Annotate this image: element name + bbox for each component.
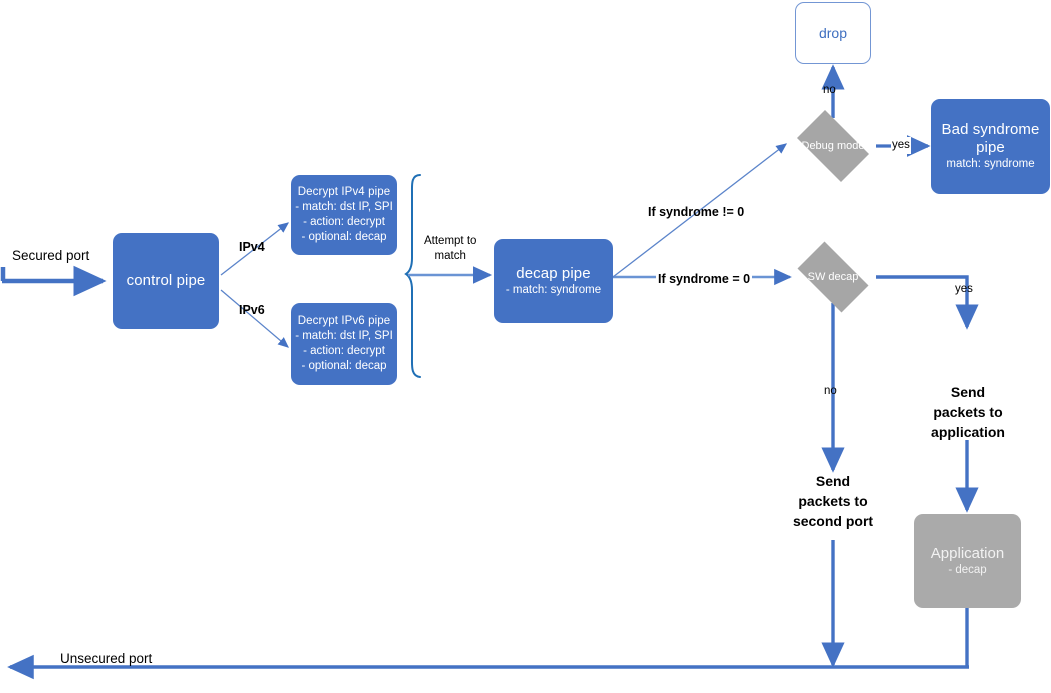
node-decrypt-ipv6-pipe[interactable]: Decrypt IPv6 pipe - match: dst IP, SPI -… xyxy=(291,303,397,385)
application-title: Application xyxy=(930,545,1005,562)
control-pipe-title: control pipe xyxy=(126,272,206,289)
node-decrypt-ipv4-pipe[interactable]: Decrypt IPv4 pipe - match: dst IP, SPI -… xyxy=(291,175,397,255)
label-edge-ipv4: IPv4 xyxy=(239,240,265,254)
label-swdecap-no: no xyxy=(824,385,837,397)
node-bad-syndrome-pipe[interactable]: Bad syndrome pipe match: syndrome xyxy=(931,99,1050,194)
bad-syndrome-title-1: Bad syndrome xyxy=(941,121,1040,138)
label-send-packets-second-port: Send packets to second port xyxy=(792,473,874,529)
label-unsecured-port: Unsecured port xyxy=(60,651,153,666)
decrypt-ipv6-action: - action: decrypt xyxy=(303,345,385,357)
decrypt-ipv4-action: - action: decrypt xyxy=(303,216,385,228)
node-application[interactable]: Application - decap xyxy=(914,514,1021,608)
label-syndrome-not-zero: If syndrome != 0 xyxy=(648,205,745,219)
application-decap: - decap xyxy=(948,564,987,576)
label-swdecap-yes: yes xyxy=(955,283,973,295)
decrypt-ipv4-match: - match: dst IP, SPI xyxy=(295,201,393,213)
debug-mode-label: Debug mode xyxy=(801,140,865,152)
label-send-packets-application: Send packets to application xyxy=(931,384,1005,440)
label-attempt-to-match: Attempt to match xyxy=(424,235,477,262)
label-syndrome-zero: If syndrome = 0 xyxy=(656,271,753,288)
label-debug-yes: yes xyxy=(891,137,911,154)
label-debug-no: no xyxy=(823,84,836,96)
label-secured-port: Secured port xyxy=(12,248,90,263)
drop-title: drop xyxy=(818,25,848,41)
decrypt-ipv4-optional: - optional: decap xyxy=(301,231,387,243)
edge-secured-port xyxy=(0,265,107,297)
decrypt-ipv6-optional: - optional: decap xyxy=(301,360,387,372)
node-decap-pipe[interactable]: decap pipe - match: syndrome xyxy=(494,239,613,323)
bad-syndrome-title-2: pipe xyxy=(976,139,1005,156)
node-debug-mode-decision[interactable]: Debug mode xyxy=(789,110,877,182)
label-edge-ipv6: IPv6 xyxy=(239,303,265,317)
decap-pipe-title: decap pipe xyxy=(516,264,591,282)
bad-syndrome-match: match: syndrome xyxy=(946,158,1035,170)
node-control-pipe[interactable]: control pipe xyxy=(113,233,219,329)
decrypt-ipv6-match: - match: dst IP, SPI xyxy=(295,330,393,342)
decrypt-ipv6-title: Decrypt IPv6 pipe xyxy=(297,315,391,327)
node-drop[interactable]: drop xyxy=(795,2,871,64)
node-sw-decap-decision[interactable]: SW decap xyxy=(789,241,877,313)
decrypt-ipv4-title: Decrypt IPv4 pipe xyxy=(297,186,391,198)
decap-pipe-match: - match: syndrome xyxy=(505,283,602,296)
brace-decrypt-pipes xyxy=(404,174,421,378)
sw-decap-label: SW decap xyxy=(807,271,859,283)
